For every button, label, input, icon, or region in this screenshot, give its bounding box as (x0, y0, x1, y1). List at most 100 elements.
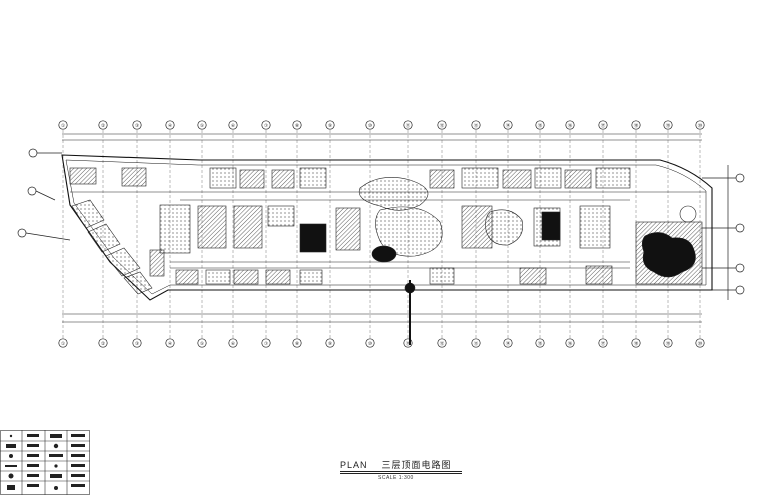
grid-bubble-label: ③ (135, 123, 139, 129)
grid-bubble-label: ⑥ (231, 341, 235, 347)
grid-bubble-top (325, 120, 335, 130)
grid-bubble-bottom (58, 338, 68, 348)
grid-bubble-top (261, 120, 271, 130)
grid-bubble-label: ⑮ (538, 122, 543, 129)
grid-bubble-top (292, 120, 302, 130)
grid-bubble-label: ⑰ (601, 122, 606, 129)
grid-bubble-label: ② (101, 341, 105, 347)
grid-bubble-bottom (261, 338, 271, 348)
grid-bubble-label: ③ (135, 341, 139, 347)
grid-bubble-bottom (197, 338, 207, 348)
top-dimension-lines (62, 133, 702, 141)
drawing-title-en: PLAN (340, 460, 368, 470)
grid-bubble-label: ⑧ (295, 123, 299, 129)
grid-bubble-label: ⑦ (264, 123, 268, 129)
grid-bubble-top (663, 120, 673, 130)
grid-bubble-top (403, 120, 413, 130)
bottom-dimension-lines (62, 313, 702, 323)
grid-bubble-bottom (132, 338, 142, 348)
grid-bubble-top (365, 120, 375, 130)
grid-bubble-label: ⑱ (634, 122, 639, 129)
grid-bubble-bottom (471, 338, 481, 348)
grid-bubble-bottom (365, 338, 375, 348)
grid-bubble-top (228, 120, 238, 130)
grid-bubble-label: ① (61, 341, 65, 347)
lower-room-band (149, 249, 630, 285)
grid-bubble-label: ⑩ (368, 123, 372, 129)
grid-bubble-bottom (228, 338, 238, 348)
grid-bubble-bottom (535, 338, 545, 348)
grid-bubble-label: ⑫ (440, 122, 445, 129)
grid-bubbles-top: ① ② ③ ④ ⑤ ⑥ ⑦ ⑧ ⑨ ⑩ ⑪ ⑫ ⑬ ⑭ ⑮ ⑯ ⑰ ⑱ ⑲ ⑳ (58, 120, 705, 130)
drawing-title: PLAN 三层顶面电路图 (340, 458, 452, 471)
grid-bubble-bottom (565, 338, 575, 348)
grid-bubble-top (695, 120, 705, 130)
upper-room-band (69, 167, 706, 201)
grid-bubble-top (197, 120, 207, 130)
grid-bubble-bottom (695, 338, 705, 348)
grid-bubble-top (98, 120, 108, 130)
grid-bubble-label: ⑳ (698, 122, 703, 129)
grid-bubble-label: ⑤ (200, 341, 204, 347)
grid-bubble-top (631, 120, 641, 130)
grid-bubble-label: ④ (168, 123, 172, 129)
grid-bubble-bottom (98, 338, 108, 348)
drawing-title-block: PLAN 三层顶面电路图 SCALE 1:300 (340, 458, 470, 488)
grid-bubble-label: ⑱ (634, 340, 639, 347)
grid-bubble-top (535, 120, 545, 130)
symbol-legend (0, 430, 90, 495)
grid-bubble-label: ⑪ (406, 122, 411, 129)
grid-bubble-bottom (437, 338, 447, 348)
title-underline-thin (340, 473, 462, 474)
grid-bubble-top (165, 120, 175, 130)
grid-bubble-bottom (598, 338, 608, 348)
drawing-scale: SCALE 1:300 (378, 475, 414, 481)
grid-bubble-top (132, 120, 142, 130)
grid-bubble-label: ⑦ (264, 341, 268, 347)
grid-bubble-bottom (292, 338, 302, 348)
grid-bubble-label: ⑪ (406, 340, 411, 347)
grid-bubble-label: ⑯ (568, 122, 573, 129)
grid-bubble-label: ⑨ (328, 123, 332, 129)
grid-bubble-top (471, 120, 481, 130)
grid-bubble-label: ② (101, 123, 105, 129)
grid-bubble-bottom (325, 338, 335, 348)
grid-bubble-label: ⑫ (440, 340, 445, 347)
grid-bubble-top (437, 120, 447, 130)
diagonal-wing (71, 199, 153, 295)
grid-bubble-label: ⑰ (601, 340, 606, 347)
grid-bubble-label: ④ (168, 341, 172, 347)
grid-bubble-top (503, 120, 513, 130)
grid-bubble-bottom (503, 338, 513, 348)
grid-bubble-label: ⑲ (666, 122, 671, 129)
grid-bubble-label: ⑯ (568, 340, 573, 347)
grid-bubble-bottom (165, 338, 175, 348)
grid-bubble-bottom (631, 338, 641, 348)
garden-area (635, 221, 703, 285)
grid-bubble-label: ⑨ (328, 341, 332, 347)
grid-bubble-top (598, 120, 608, 130)
grid-bubble-label: ⑥ (231, 123, 235, 129)
grid-bubble-label: ⑬ (474, 340, 479, 347)
grid-bubble-label: ⑬ (474, 122, 479, 129)
grid-bubble-label: ⑭ (506, 340, 511, 347)
grid-bubble-label: ⑩ (368, 341, 372, 347)
grid-bubble-label: ① (61, 123, 65, 129)
grid-bubble-top (58, 120, 68, 130)
grid-bubbles-left (17, 148, 71, 241)
grid-bubble-label: ⑤ (200, 123, 204, 129)
legend-table (0, 430, 90, 495)
grid-bubbles-right (702, 165, 745, 300)
grid-bubble-bottom (663, 338, 673, 348)
middle-zone (159, 177, 697, 294)
drawing-title-cn: 三层顶面电路图 (381, 460, 452, 470)
building-outline (61, 154, 713, 301)
title-underline (340, 471, 462, 472)
grid-bubble-label: ⑮ (538, 340, 543, 347)
grid-bubble-label: ⑳ (698, 340, 703, 347)
grid-bubble-label: ⑭ (506, 122, 511, 129)
grid-bubble-label: ⑧ (295, 341, 299, 347)
grid-bubble-top (565, 120, 575, 130)
